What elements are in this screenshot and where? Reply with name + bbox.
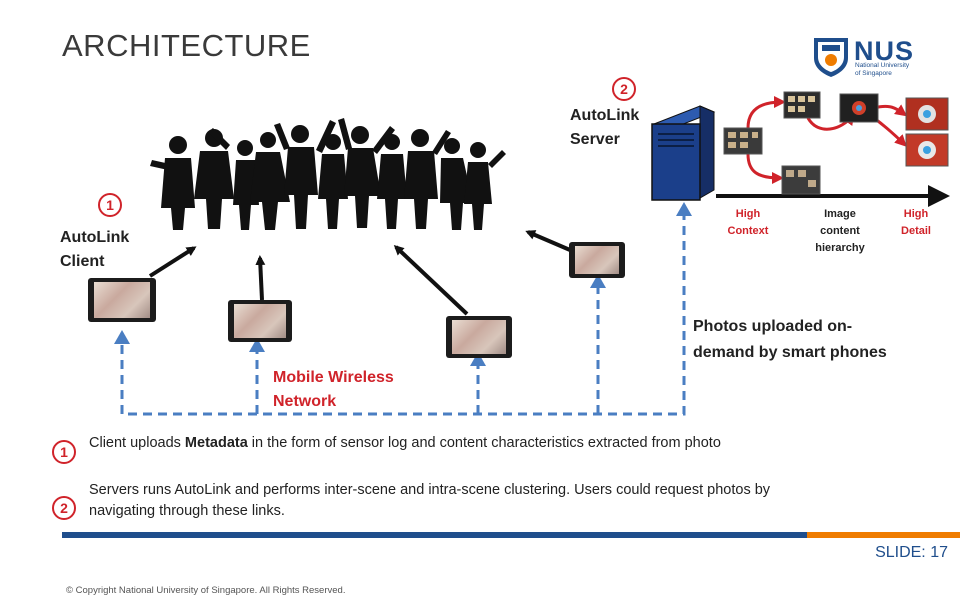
high-detail-label: High Detail: [901, 208, 931, 237]
uploads-label: Photos uploaded on- demand by smart phon…: [693, 318, 887, 361]
nus-logo: [812, 36, 932, 80]
server-icon: [651, 105, 716, 201]
client-phone-3: [446, 316, 512, 358]
high-context-label: High Context: [727, 208, 769, 237]
note-2: Servers runs AutoLink and performs inter…: [89, 482, 771, 519]
nus-logo-text: NUS: [854, 36, 915, 66]
note-1-badge: 1: [52, 440, 76, 464]
server-label: AutoLink Server: [570, 107, 640, 148]
note-1: Client uploads Metadata in the form of s…: [89, 435, 721, 451]
network-label: Mobile Wireless Network: [273, 369, 394, 410]
nus-logo-subtitle: National University of Singapore: [855, 62, 910, 77]
network-path: [120, 215, 686, 416]
client-label: AutoLink Client: [60, 229, 130, 270]
crowd-silhouette: [150, 118, 506, 230]
slide-number: SLIDE: 17: [875, 544, 948, 561]
page-title: ARCHITECTURE: [62, 28, 311, 63]
client-phone-1: [88, 278, 156, 322]
copyright: © Copyright National University of Singa…: [66, 585, 346, 596]
client-phone-2: [228, 300, 292, 342]
server-badge: 2: [612, 77, 636, 101]
footer-bar-blue: [62, 532, 807, 538]
client-phone-4: [569, 242, 625, 278]
hierarchy-thumbnails: [723, 91, 949, 195]
image-content-hierarchy-label: Image content hierarchy: [815, 208, 865, 254]
nus-crest-icon: [814, 38, 848, 77]
metadata-term: Metadata: [184, 435, 248, 451]
note-2-badge: 2: [52, 496, 76, 520]
client-badge: 1: [98, 193, 122, 217]
footer-bar-orange: [807, 532, 960, 538]
